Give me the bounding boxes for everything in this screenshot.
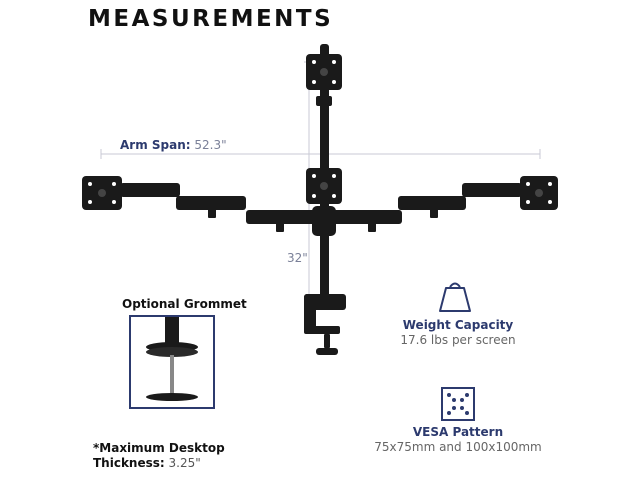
arm-span-value: 52.3": [194, 138, 227, 152]
desk-note-value: 3.25": [168, 456, 201, 470]
weight-capacity-title: Weight Capacity: [402, 318, 514, 332]
arm-span-key: Arm Span:: [120, 138, 191, 152]
grommet-illustration: [129, 315, 215, 409]
page-title: MEASUREMENTS: [88, 6, 334, 32]
grommet-title: Optional Grommet: [122, 297, 247, 311]
weight-icon: [439, 282, 471, 312]
desk-note-key: Thickness:: [93, 456, 165, 470]
vesa-pattern-title: VESA Pattern: [412, 425, 504, 439]
vesa-plate-holes: [88, 60, 552, 204]
height-value: 32": [287, 251, 308, 265]
desktop-thickness-note: *Maximum Desktop Thickness: 3.25": [93, 441, 225, 471]
weight-capacity-value: 17.6 lbs per screen: [400, 333, 516, 347]
vesa-pattern-value: 75x75mm and 100x100mm: [374, 440, 542, 454]
arm-span-label: Arm Span: 52.3": [120, 138, 227, 152]
desk-note-line1: *Maximum Desktop: [93, 441, 225, 455]
vesa-pattern-icon: [441, 387, 475, 421]
grommet-icon: [146, 317, 198, 401]
